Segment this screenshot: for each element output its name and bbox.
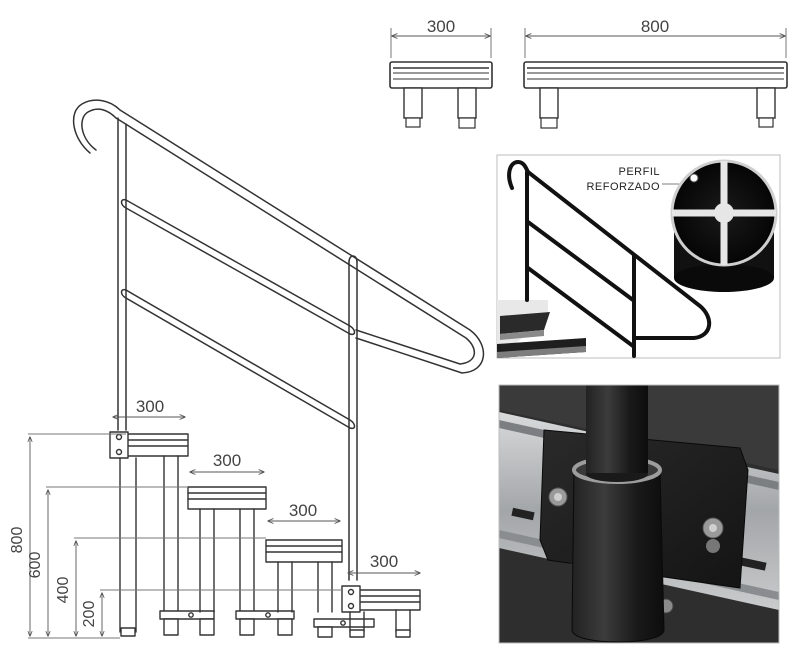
step-depth-label-4: 300 [370,552,398,571]
step-top [109,431,215,637]
height-dimensions [28,433,342,639]
step-2 [187,486,295,636]
reinforced-profile-icon [670,159,778,292]
photo-clamp-detail [498,384,780,644]
top-depth-label: 300 [427,17,455,36]
height-label-200: 200 [81,601,98,628]
handrail [72,99,485,581]
top-view-step-800: 800 [523,17,788,129]
height-label-400: 400 [55,577,72,604]
callout-perfil: PERFIL [618,166,660,178]
height-label-800: 800 [9,527,26,554]
step-depth-label-2: 300 [213,451,241,470]
top-width-label: 800 [641,17,669,36]
callout-reforzado: REFORZADO [586,181,660,193]
step-depth-label-1: 300 [136,397,164,416]
step-depth-dimensions: 300 300 300 300 [113,397,420,573]
step-3 [265,539,375,638]
step-bottom [341,585,421,638]
main-stair-drawing [72,99,485,638]
photo-handrail-profile: PERFIL REFORZADO [496,154,781,359]
height-label-600: 600 [27,552,44,579]
step-depth-label-3: 300 [289,501,317,520]
top-view-step-300: 300 [389,17,493,129]
